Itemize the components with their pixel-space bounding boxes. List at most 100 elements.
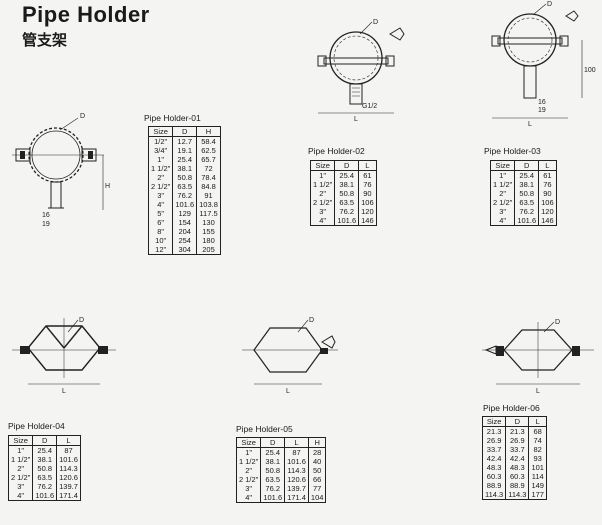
holder-05-l-label: L <box>286 388 290 395</box>
table-cell: 1 1/2" <box>7 455 34 464</box>
table-cell: 114.3 <box>505 490 530 500</box>
table-cell: 101.6 <box>56 455 81 464</box>
table-cell: 101.6 <box>32 491 58 501</box>
table-cell: 1" <box>147 155 174 164</box>
table-header-cell: L <box>538 160 557 171</box>
table-cell: 26.9 <box>481 436 507 445</box>
holder-02-drawing: D G1/2 L <box>317 19 405 123</box>
table-cell: 63.5 <box>260 475 286 484</box>
table-cell: 63.5 <box>514 198 540 207</box>
table-cell: 68 <box>528 426 547 436</box>
page-subtitle: 管支架 <box>22 31 68 49</box>
table-cell: 3" <box>7 482 34 491</box>
table-cell: 101.6 <box>260 493 286 503</box>
table-cell: 101 <box>528 463 547 472</box>
table-cell: 171.4 <box>284 493 309 503</box>
table-cell: 33.7 <box>481 445 507 454</box>
holder-01-caption: Pipe Holder-01 <box>144 113 201 123</box>
table-cell: 61 <box>538 170 557 180</box>
table-cell: 304 <box>172 245 198 255</box>
table-cell: 1" <box>489 170 516 180</box>
table-cell: 72 <box>196 164 221 173</box>
holder-04-l-label: L <box>62 388 66 395</box>
holder-03-16-label: 16 <box>538 99 546 106</box>
holder-04-drawing: D L <box>12 317 116 395</box>
table-cell: 25.4 <box>32 445 58 455</box>
table-cell: 21.3 <box>481 426 507 436</box>
table-cell: 117.5 <box>196 209 221 218</box>
table-cell: 76.2 <box>260 484 286 493</box>
table-cell: 177 <box>528 490 547 500</box>
table-cell: 48.3 <box>481 463 507 472</box>
table-cell: 63.5 <box>172 182 198 191</box>
holder-03-100-label: 100 <box>584 67 596 74</box>
table-header-cell: H <box>307 437 327 448</box>
table-cell: 87 <box>56 445 81 455</box>
table-cell: 76.2 <box>32 482 58 491</box>
table-cell: 48.3 <box>505 463 530 472</box>
table-cell: 3" <box>309 207 336 216</box>
table-cell: 180 <box>196 236 221 245</box>
table-cell: 3" <box>489 207 516 216</box>
table-cell: 6" <box>147 218 174 227</box>
table-cell: 90 <box>538 189 557 198</box>
table-cell: 1" <box>309 170 336 180</box>
holder-02-caption: Pipe Holder-02 <box>308 146 365 156</box>
table-cell: 106 <box>358 198 377 207</box>
table-cell: 4" <box>235 493 262 503</box>
table-cell: 120.6 <box>56 473 81 482</box>
table-cell: 2 1/2" <box>489 198 516 207</box>
table-cell: 10" <box>147 236 174 245</box>
holder-03-d-label: D <box>547 1 552 8</box>
table-cell: 1 1/2" <box>489 180 516 189</box>
table-cell: 1/2" <box>147 136 174 146</box>
table-cell: 62.5 <box>196 146 221 155</box>
holder-03-caption: Pipe Holder-03 <box>484 146 541 156</box>
table-cell: 38.1 <box>334 180 360 189</box>
table-cell: 5" <box>147 209 174 218</box>
page-title: Pipe Holder <box>22 2 150 27</box>
holder-05-drawing: D L <box>242 317 338 395</box>
table-cell: 60.3 <box>481 472 507 481</box>
table-header-cell: Size <box>147 126 174 137</box>
table-cell: 8" <box>147 227 174 236</box>
holder-06-drawing: D L <box>482 319 594 395</box>
table-cell: 146 <box>538 216 557 226</box>
table-cell: 2 1/2" <box>309 198 336 207</box>
table-header-cell: Size <box>309 160 336 171</box>
holder-01-16-label: 16 <box>42 212 50 219</box>
table-cell: 50.8 <box>32 464 58 473</box>
table-header-cell: L <box>528 416 547 427</box>
table-cell: 3/4" <box>147 146 174 155</box>
table-header-cell: Size <box>7 435 34 446</box>
table-cell: 61 <box>358 170 377 180</box>
table-header-cell: Size <box>235 437 262 448</box>
table-cell: 120 <box>358 207 377 216</box>
table-cell: 4" <box>7 491 34 501</box>
table-cell: 82 <box>528 445 547 454</box>
table-cell: 78.4 <box>196 173 221 182</box>
